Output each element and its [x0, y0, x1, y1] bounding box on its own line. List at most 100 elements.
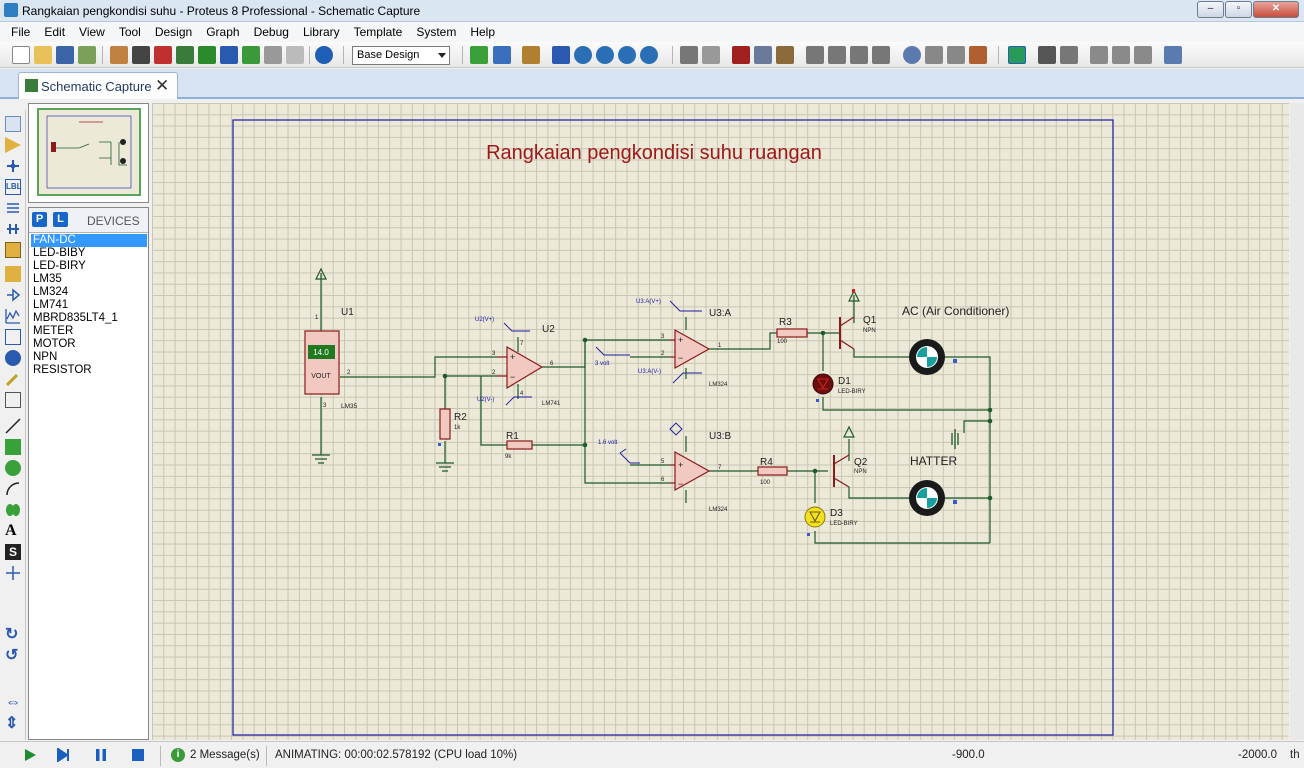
close-window-button[interactable]: ✕ [1253, 1, 1299, 18]
ac-fan-motor[interactable]: AC (Air Conditioner) [902, 304, 1009, 375]
save-icon[interactable] [56, 46, 74, 64]
overview-window[interactable] [28, 103, 149, 203]
device-list-item[interactable]: LM741 [33, 299, 69, 311]
messages-count[interactable]: 2 Message(s) [190, 749, 260, 761]
device-list-item[interactable]: MOTOR [33, 338, 76, 350]
flip-vertical-icon[interactable]: ⇕ [5, 715, 19, 732]
bom-icon[interactable] [242, 46, 260, 64]
text-icon[interactable]: A [5, 522, 17, 539]
box-icon[interactable] [5, 439, 21, 455]
play-simulation-icon[interactable] [23, 748, 37, 762]
info-icon[interactable]: i [171, 748, 185, 762]
rotate-anticlockwise-icon[interactable]: ↺ [5, 647, 19, 664]
schematic-editing-canvas[interactable]: Rangkaian pengkondisi suhu ruangan [152, 103, 1289, 740]
bus-icon[interactable] [5, 221, 21, 237]
menu-graph[interactable]: Graph [206, 25, 240, 39]
marker-icon[interactable] [5, 565, 21, 581]
r3-resistor[interactable]: R3 100 [776, 317, 808, 345]
search-icon[interactable] [1038, 46, 1056, 64]
remove-sheet-icon[interactable] [1112, 46, 1130, 64]
select-arrow-icon[interactable] [5, 116, 21, 132]
device-list-item[interactable]: METER [33, 325, 74, 337]
pick-device-icon[interactable] [903, 46, 921, 64]
electrical-rule-check-icon[interactable] [1164, 46, 1182, 64]
packaging-tool-icon[interactable] [947, 46, 965, 64]
decompose-icon[interactable] [969, 46, 987, 64]
make-device-icon[interactable] [925, 46, 943, 64]
tab-schematic-capture[interactable]: Schematic Capture ✕ [18, 72, 178, 99]
menu-system[interactable]: System [416, 25, 457, 39]
pick-device-button[interactable]: P [32, 212, 47, 227]
stop-simulation-icon[interactable] [131, 748, 145, 762]
design-variant-select[interactable]: Base Design [352, 46, 450, 65]
r2-resistor[interactable]: R2 1k [436, 408, 467, 472]
minimize-button[interactable]: – [1197, 1, 1224, 18]
menu-design[interactable]: Design [154, 25, 193, 39]
library-manager-button[interactable]: L [53, 212, 68, 227]
source-code-icon[interactable] [264, 46, 282, 64]
text-script-icon[interactable] [5, 200, 21, 216]
junction-dot-icon[interactable] [5, 158, 21, 174]
pcb-layout-icon[interactable] [154, 46, 172, 64]
d3-yellow-led[interactable]: D3 LED-BIRY [804, 506, 858, 536]
device-list-item[interactable]: NPN [33, 351, 58, 363]
wire-label-icon[interactable]: LBL [5, 179, 22, 195]
maximize-button[interactable]: ▫ [1225, 1, 1252, 18]
u2-lm741-opamp[interactable]: + − U2 LM741 3 2 6 4 7 U2(V+) U2(V-) [475, 317, 561, 407]
device-pin-icon[interactable] [5, 287, 21, 303]
component-mode-icon[interactable] [5, 137, 21, 153]
menu-tool[interactable]: Tool [118, 25, 141, 39]
generator-icon[interactable] [5, 350, 21, 366]
menu-debug[interactable]: Debug [253, 25, 289, 39]
pan-icon[interactable] [552, 46, 570, 64]
line-icon[interactable] [5, 418, 21, 434]
design-explorer-icon[interactable] [220, 46, 238, 64]
home-icon[interactable] [110, 46, 128, 64]
u3b-lm324-comparator[interactable]: + − U3:B LM324 5 6 7 1.6 volt [598, 422, 732, 513]
subcircuit-icon[interactable] [5, 242, 21, 258]
copy-icon[interactable] [754, 46, 772, 64]
menu-view[interactable]: View [79, 25, 105, 39]
block-move-icon[interactable] [828, 46, 846, 64]
origin-icon[interactable] [522, 46, 540, 64]
close-icon[interactable]: ✕ [155, 76, 170, 95]
arc-icon[interactable] [5, 481, 21, 497]
menu-template[interactable]: Template [353, 25, 403, 39]
tape-recorder-icon[interactable] [5, 329, 21, 345]
3d-viewer-icon[interactable] [176, 46, 194, 64]
step-simulation-icon[interactable] [57, 748, 71, 762]
path-icon[interactable] [5, 502, 21, 518]
terminal-icon[interactable] [5, 266, 21, 282]
circle-icon[interactable] [5, 460, 21, 476]
block-rotate-icon[interactable] [850, 46, 868, 64]
r1-resistor[interactable]: R1 9k [505, 431, 533, 460]
open-folder-icon[interactable] [34, 46, 52, 64]
menu-file[interactable]: File [11, 25, 31, 39]
new-sheet-icon[interactable] [1090, 46, 1108, 64]
device-list-item[interactable]: LED-BIBY [33, 247, 86, 259]
u3a-lm324-comparator[interactable]: + − U3:A LM324 3 2 1 U3:A(V+) U3:A(V-) 3… [595, 299, 732, 388]
symbol-icon[interactable]: S [5, 544, 21, 560]
device-list-item[interactable]: FAN-DC [31, 234, 147, 247]
probe-icon[interactable] [5, 371, 21, 387]
cut-icon[interactable] [732, 46, 750, 64]
notes-icon[interactable] [286, 46, 304, 64]
menu-edit[interactable]: Edit [44, 25, 66, 39]
schematic-icon[interactable] [132, 46, 150, 64]
vertical-scrollbar[interactable] [1290, 103, 1304, 740]
import-icon[interactable] [78, 46, 96, 64]
device-list-item[interactable]: LED-BIRY [33, 260, 86, 272]
menu-help[interactable]: Help [470, 25, 496, 39]
zoom-in-icon[interactable] [574, 46, 592, 64]
new-file-icon[interactable] [12, 46, 30, 64]
graph-icon[interactable] [5, 308, 21, 324]
r4-resistor[interactable]: R4 100 [757, 457, 788, 486]
zoom-area-icon[interactable] [640, 46, 658, 64]
device-list-item[interactable]: RESISTOR [33, 364, 92, 376]
d1-red-led[interactable]: D1 LED-BIRY [812, 373, 866, 402]
menu-library[interactable]: Library [302, 25, 340, 39]
overview-viewport[interactable] [37, 108, 141, 196]
zoom-all-icon[interactable] [618, 46, 636, 64]
heater-fan-motor[interactable]: HATTER [909, 454, 957, 516]
block-delete-icon[interactable] [872, 46, 890, 64]
